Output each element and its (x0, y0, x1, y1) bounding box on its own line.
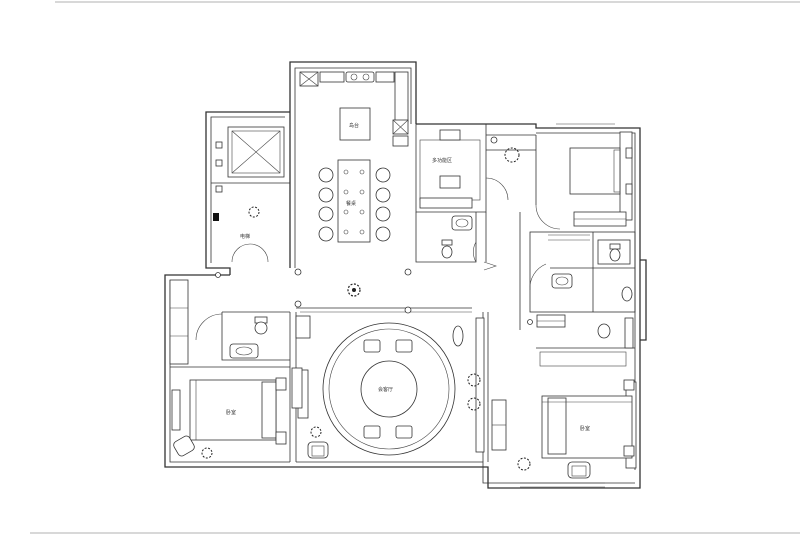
dining-chairs (318, 167, 391, 242)
toilet-icon-2 (609, 243, 621, 262)
left-wing: 卧室 (169, 279, 311, 459)
bedroom-right-label: 卧室 (580, 425, 590, 432)
armchair-icon (567, 461, 591, 479)
bedroom-lower-right: 卧室 (517, 379, 637, 488)
plant-icon (347, 283, 361, 297)
bedroom-upper-right (535, 123, 633, 230)
armchair-icon-2 (307, 441, 329, 459)
kitchen-sink (345, 71, 375, 83)
kitchen: 岛台 (299, 71, 409, 147)
bedroom-left-label: 卧室 (226, 409, 236, 416)
plant-icon-2 (517, 457, 531, 471)
plant-icon-6 (201, 447, 213, 459)
bath-right (529, 239, 634, 349)
lobby-plant-icon (248, 206, 260, 218)
coffee-table (360, 360, 418, 418)
elevator-label: 电梯 (240, 233, 250, 240)
elevator-lobby: 电梯 (215, 141, 269, 263)
living-room: 会客厅 (297, 317, 507, 459)
study-plant-icon (504, 147, 520, 163)
armchair-icon-3 (173, 435, 195, 457)
study: 多功能区 (419, 129, 520, 271)
living-label: 会客厅 (378, 386, 393, 393)
island-label: 岛台 (349, 122, 359, 129)
plant-icon-3 (467, 373, 481, 387)
toilet-icon-3 (254, 316, 268, 335)
dining-table (337, 159, 371, 243)
study-label: 多功能区 (432, 157, 452, 164)
outer-walls (164, 61, 647, 489)
dining: 餐桌 (318, 159, 391, 243)
plant-icon-5 (310, 426, 322, 438)
table-label: 餐桌 (346, 200, 356, 207)
window-mark (213, 213, 219, 221)
column-markers (215, 268, 533, 325)
bed-icon (569, 147, 621, 195)
toilet-icon (441, 239, 453, 259)
plant-icon-4 (467, 397, 481, 411)
kitchen-island (339, 107, 371, 141)
